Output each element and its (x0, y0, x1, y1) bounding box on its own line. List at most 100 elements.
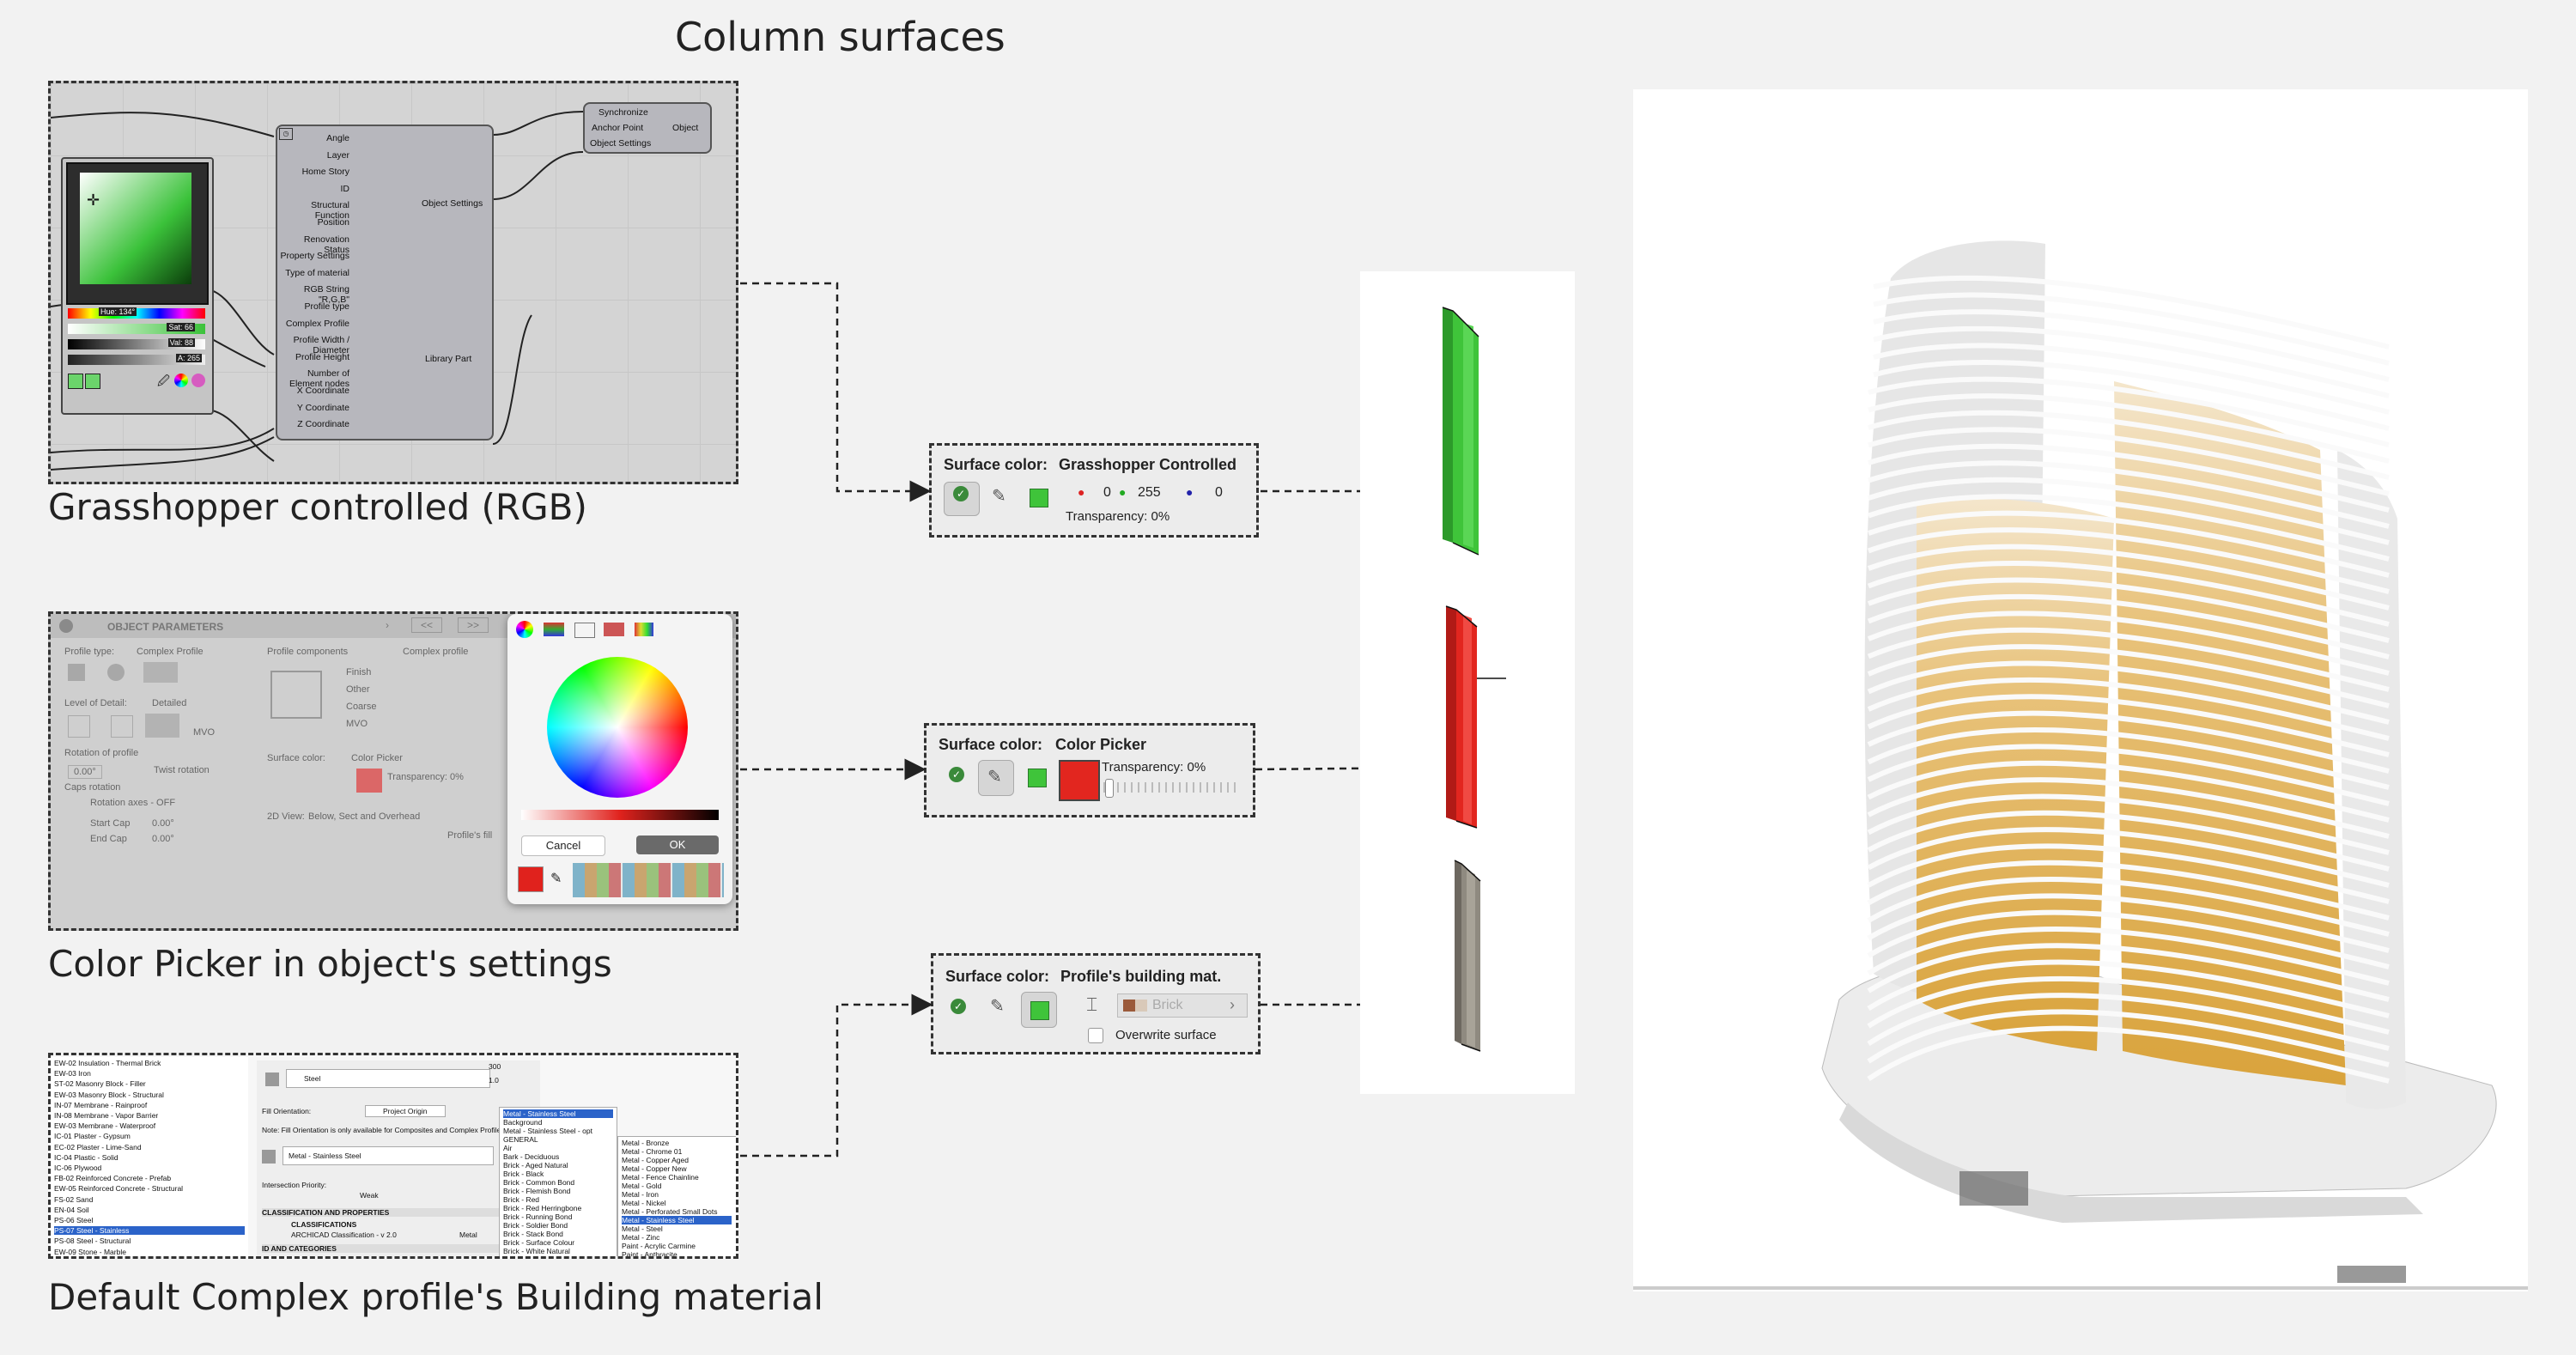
gh-input-item[interactable]: ID (340, 183, 350, 194)
gh-input-item[interactable]: Structural Function (311, 200, 349, 222)
swatch-b[interactable] (85, 374, 100, 389)
colour-swatch-component[interactable]: ✛ Hue: 134° Sat: 66 Val: 88 A: 265 🖉 (61, 157, 214, 415)
synchronize-component[interactable]: Synchronize Anchor Point Object Settings… (583, 102, 712, 154)
eyedropper-icon[interactable]: ✎ (992, 487, 1006, 506)
op-color-chip[interactable] (356, 769, 382, 793)
gh-input-item[interactable]: Position (317, 217, 349, 228)
surface-list-item[interactable]: Brick - Black (503, 1170, 544, 1178)
classification-section-header[interactable]: CLASSIFICATION AND PROPERTIES (262, 1208, 519, 1217)
surface-list-item[interactable]: Brick - Soldier Bond (503, 1221, 568, 1230)
fill-orientation-select[interactable]: Project Origin (365, 1105, 446, 1117)
gh-input-item[interactable]: Property Settings (280, 251, 349, 262)
sync-input-object-settings[interactable]: Object Settings (590, 138, 652, 149)
cube-icon[interactable] (1028, 769, 1047, 787)
material-list-item[interactable]: EW-03 Masonry Block - Structural (54, 1090, 164, 1099)
sliders-tab-icon[interactable] (544, 623, 564, 636)
surface-list-item[interactable]: Metal - Iron (622, 1190, 659, 1199)
material-list-item[interactable]: EC-02 Plaster - Lime-Sand (54, 1142, 142, 1151)
brightness-slider[interactable] (521, 810, 719, 820)
palettes-tab-icon[interactable] (574, 623, 595, 638)
surface-list-item[interactable]: Air (503, 1144, 513, 1152)
material-list-item[interactable]: EW-02 Insulation - Thermal Brick (54, 1059, 161, 1067)
lod-schematic-icon[interactable] (68, 715, 90, 738)
overwrite-surface-checkbox[interactable] (1088, 1028, 1103, 1043)
surface-list-item[interactable]: Metal - Stainless Steel (622, 1216, 732, 1224)
gh-input-item[interactable]: Home Story (301, 167, 349, 178)
component-finish[interactable]: Finish (346, 667, 372, 678)
surface-list-item[interactable]: Metal - Stainless Steel (503, 1109, 613, 1118)
transparency-slider[interactable] (1103, 782, 1237, 793)
lod-detailed-icon[interactable] (145, 714, 179, 738)
lod-simple-icon[interactable] (111, 715, 133, 738)
picker-mode-button[interactable]: ✎ (978, 760, 1014, 796)
surface-list-item[interactable]: Brick - Aged Natural (503, 1161, 568, 1170)
gh-input-item[interactable]: Profile Height (295, 351, 349, 362)
color-swatch-grid[interactable] (573, 863, 724, 897)
material-list-item[interactable]: EW-03 Iron (54, 1069, 91, 1079)
colour-square[interactable] (80, 173, 191, 284)
surface-list-item[interactable]: Metal - Bronze (622, 1139, 670, 1147)
hue-slider[interactable]: Hue: 134° (68, 307, 205, 319)
material-list-item[interactable]: IN-07 Membrane - Rainproof (54, 1100, 148, 1109)
pencils-tab-icon[interactable] (635, 623, 653, 636)
transparency-slider-thumb[interactable] (1105, 779, 1114, 798)
surface-list-item[interactable]: Metal - Gold (622, 1182, 662, 1190)
material-list-item[interactable]: FS-02 Sand (54, 1194, 94, 1204)
surface-list-item[interactable]: Paint - Anthracite (622, 1250, 677, 1259)
surface-list-item[interactable]: Background (503, 1118, 543, 1127)
gh-input-item[interactable]: Profile type (304, 301, 349, 312)
gh-input-item[interactable]: Profile Width / Diameter (293, 335, 349, 356)
sync-input-synchronize[interactable]: Synchronize (598, 107, 648, 118)
gh-output-object-settings[interactable]: Object Settings (422, 198, 483, 209)
cylinder-icon[interactable] (107, 664, 125, 681)
material-list-item[interactable]: PS-08 Steel - Structural (54, 1237, 131, 1246)
colour-wheel-icon[interactable] (174, 374, 188, 387)
checkmark-icon[interactable]: ✓ (951, 999, 966, 1014)
material-list-item[interactable]: EW-09 Stone - Marble (54, 1247, 126, 1256)
color-wheel[interactable] (547, 657, 688, 798)
gh-input-item[interactable]: Y Coordinate (296, 402, 349, 413)
ok-button[interactable]: OK (636, 835, 719, 854)
gh-input-item[interactable]: Number of Element nodes (289, 368, 349, 390)
material-list-item[interactable]: EW-05 Reinforced Concrete - Structural (54, 1184, 184, 1194)
surface-list-item[interactable]: Paint - Acrylic Carmine (622, 1242, 696, 1250)
surface-list-item[interactable]: Brick - Flemish Bond (503, 1187, 571, 1195)
pink-swatch-icon[interactable] (191, 374, 205, 387)
eyedropper-icon[interactable]: ✎ (990, 997, 1005, 1016)
component-other[interactable]: Other (346, 684, 370, 695)
surface-list-item[interactable]: Metal - Nickel (622, 1199, 666, 1207)
sync-input-anchor[interactable]: Anchor Point (592, 123, 644, 133)
component-coarse[interactable]: Coarse (346, 702, 377, 712)
surface-list-item[interactable]: Brick - White Natural (503, 1247, 570, 1255)
material-list-item[interactable]: PS-07 Steel - Stainless (54, 1226, 245, 1236)
current-color-chip[interactable] (518, 866, 544, 892)
surface-list-item[interactable]: Metal - Copper Aged (622, 1156, 689, 1164)
component-menu-icon[interactable]: ◷ (279, 128, 293, 140)
image-palettes-tab-icon[interactable] (604, 623, 624, 636)
surface-list-item[interactable]: Brick - Red Herringbone (503, 1204, 582, 1212)
surface-list-item[interactable]: Metal - Perforated Small Dots (622, 1207, 718, 1216)
scale-value[interactable]: 1.0 (489, 1076, 499, 1085)
rotation-input[interactable]: 0.00° (68, 765, 102, 779)
gh-input-item[interactable]: Layer (326, 149, 349, 161)
material-list-item[interactable]: IC-01 Plaster - Gypsum (54, 1132, 131, 1141)
surface-list-item[interactable]: Metal - Steel (622, 1224, 663, 1233)
eyedropper-icon[interactable]: ✎ (550, 872, 562, 886)
surface-list-item[interactable]: GENERAL (503, 1135, 538, 1144)
gh-input-item[interactable]: Complex Profile (285, 318, 349, 329)
material-list-item[interactable]: IC-04 Plastic - Solid (54, 1152, 118, 1162)
gh-input-item[interactable]: Angle (326, 133, 349, 143)
gh-output-library-part[interactable]: Library Part (425, 354, 472, 364)
color-wheel-tab-icon[interactable] (516, 621, 533, 638)
material-dropdown[interactable]: Brick › (1117, 993, 1248, 1018)
chevron-right-icon[interactable]: › (386, 619, 389, 631)
component-mvo[interactable]: MVO (346, 719, 368, 729)
material-mode-button[interactable] (1021, 992, 1057, 1028)
gh-mode-button[interactable]: ✓ (944, 482, 980, 516)
gh-input-item[interactable]: RGB String "R,G,B" (303, 284, 349, 306)
picker-color-chip[interactable] (1059, 760, 1100, 801)
surface-list-item[interactable]: Brick - Red (503, 1195, 540, 1204)
gh-input-item[interactable]: Type of material (285, 267, 349, 278)
